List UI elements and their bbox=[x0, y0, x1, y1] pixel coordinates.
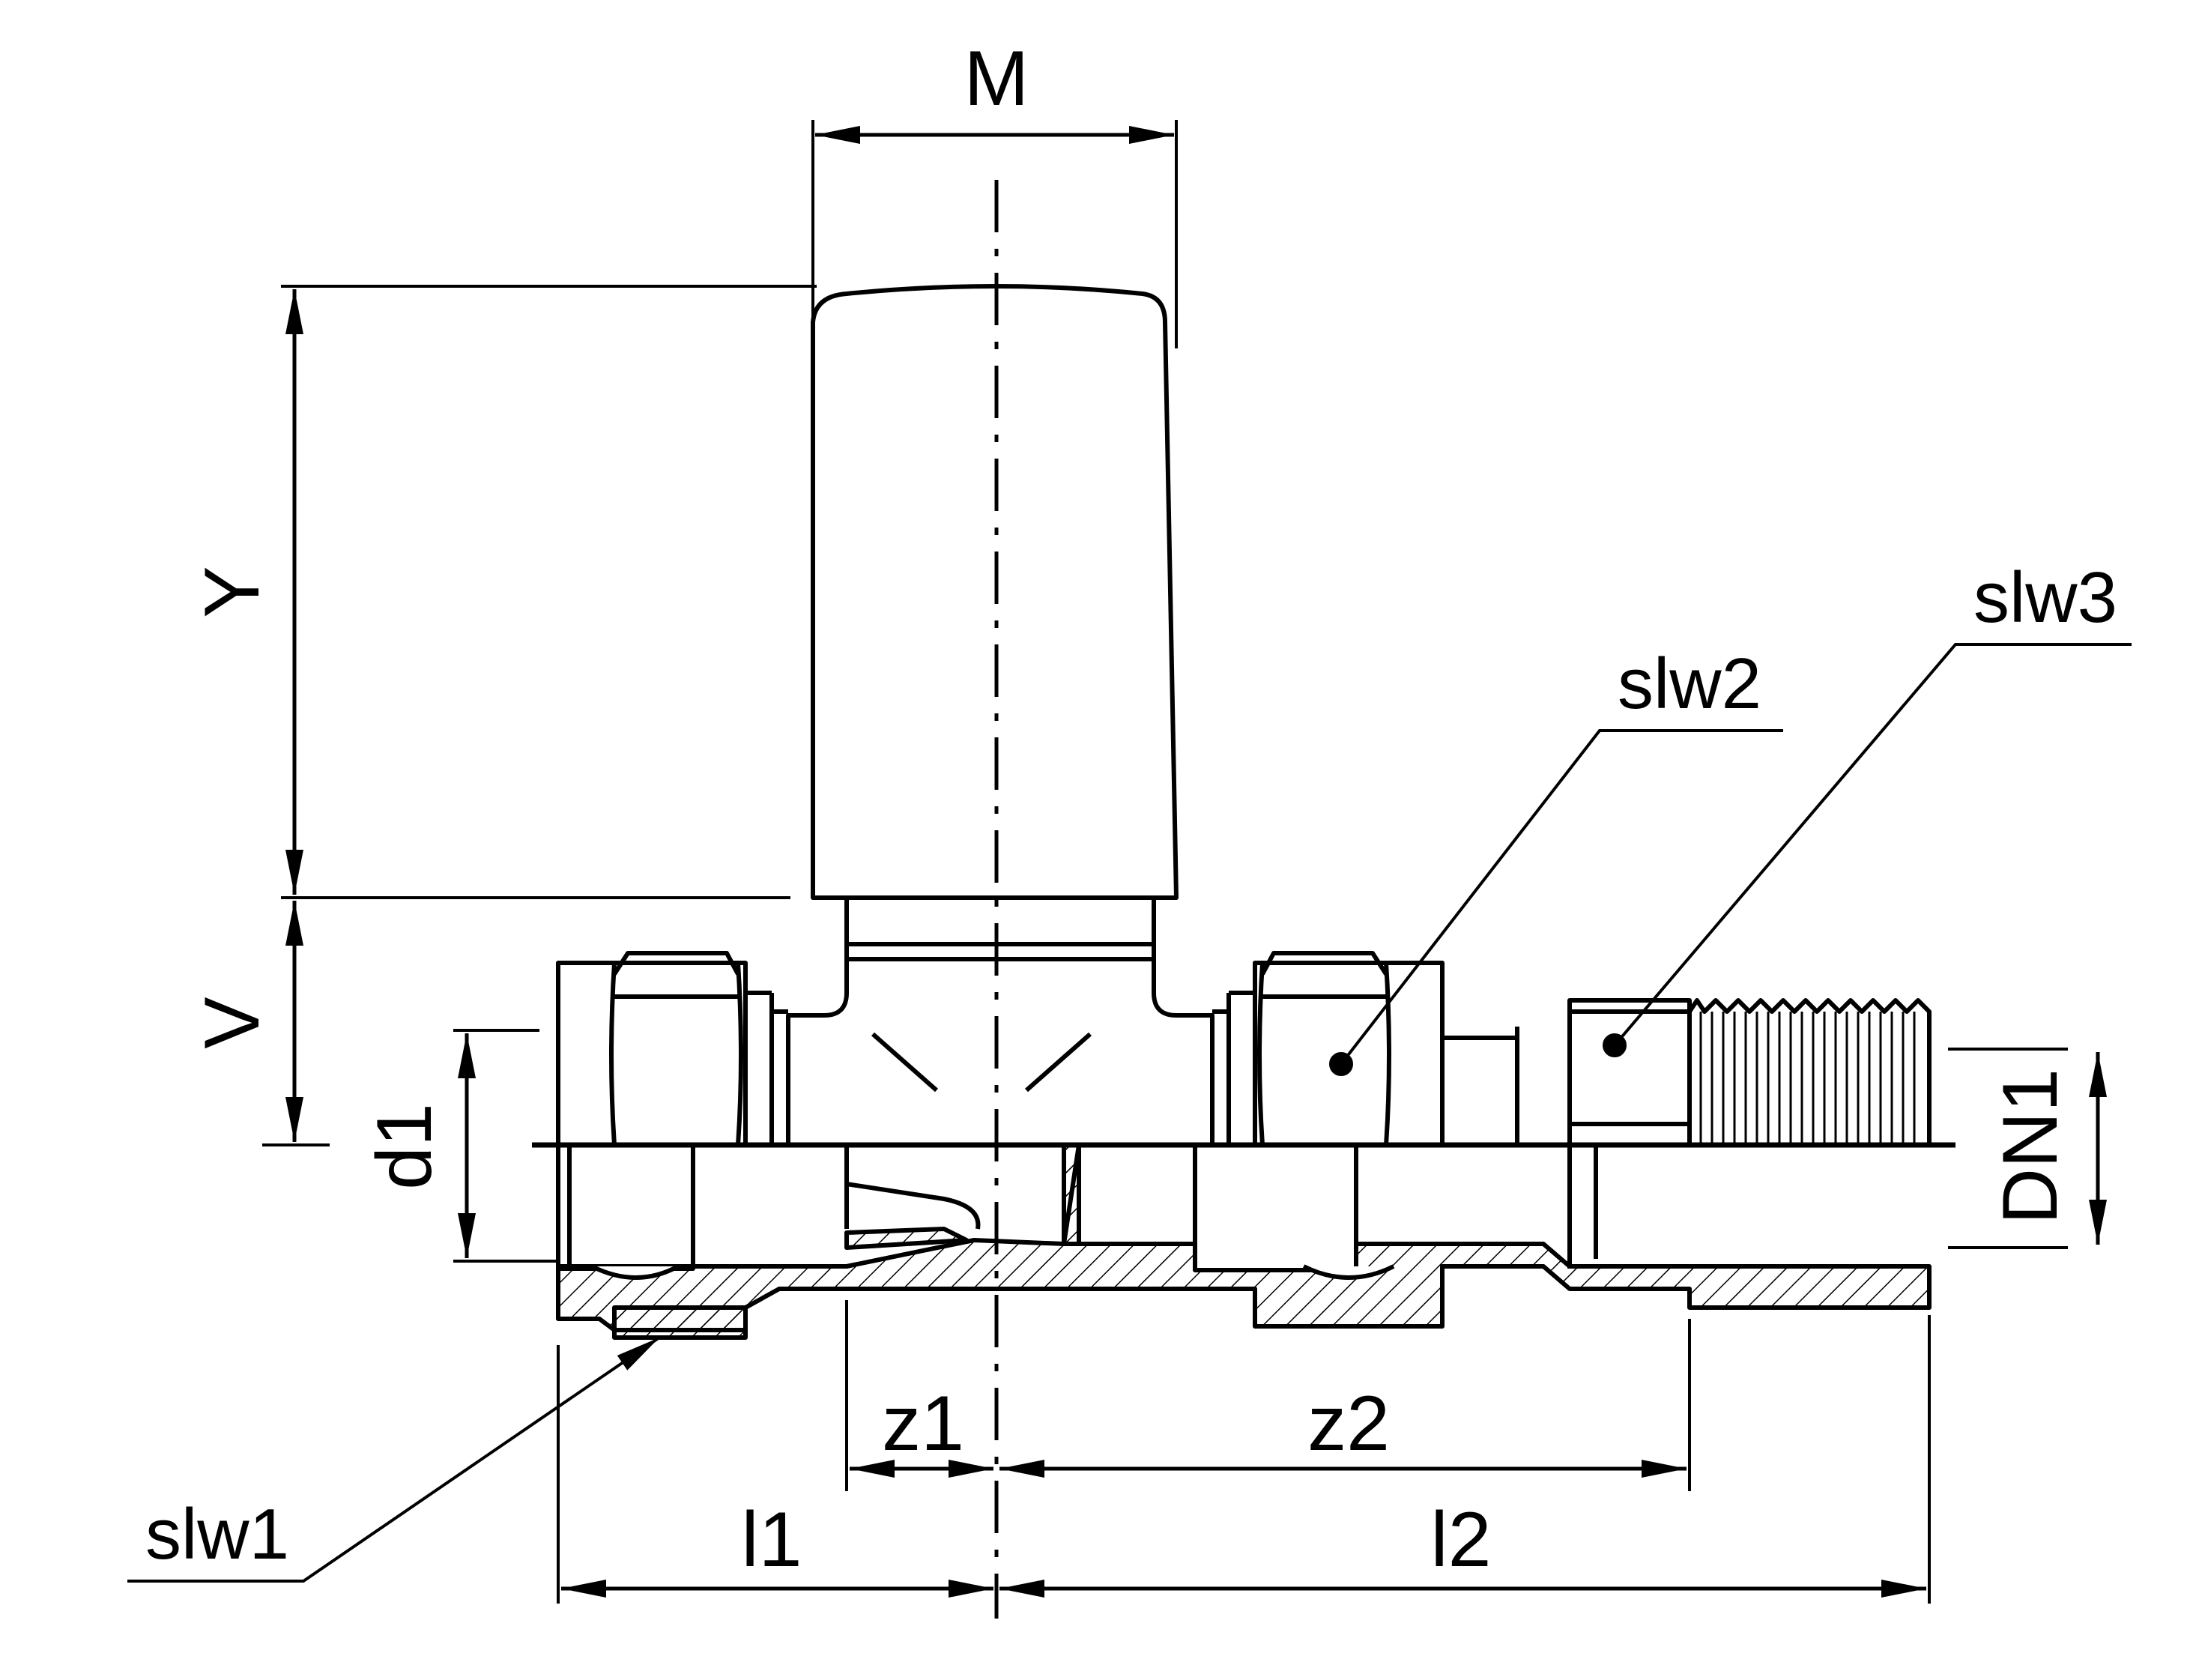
valve-section bbox=[556, 1143, 1932, 1340]
dimension-lines bbox=[285, 126, 2107, 1598]
label-z1: z1 bbox=[882, 1380, 964, 1467]
label-slw3: slw3 bbox=[1973, 558, 2117, 638]
label-d1: d1 bbox=[361, 1103, 448, 1190]
label-slw2: slw2 bbox=[1618, 644, 1761, 724]
leader-slw2-dot bbox=[1329, 1052, 1353, 1076]
label-M: M bbox=[964, 35, 1029, 122]
valve-body bbox=[556, 944, 1932, 1147]
leader-slw3 bbox=[1613, 643, 2132, 1047]
label-DN1: DN1 bbox=[1987, 1069, 2074, 1224]
label-slw1: slw1 bbox=[145, 1494, 289, 1574]
label-l1: l1 bbox=[742, 1496, 802, 1583]
leader-slw1 bbox=[127, 1336, 661, 1583]
extension-lines bbox=[262, 120, 2068, 1604]
valve-handle bbox=[811, 284, 1179, 961]
leader-lines bbox=[127, 643, 2132, 1583]
label-V: V bbox=[189, 997, 276, 1048]
label-Y: Y bbox=[189, 566, 276, 617]
label-z2: z2 bbox=[1307, 1380, 1390, 1467]
leader-slw2 bbox=[1340, 729, 1783, 1066]
labels: M Y V d1 DN1 z1 z2 l1 l2 slw1 slw2 slw3 bbox=[145, 35, 2117, 1583]
leader-slw3-dot bbox=[1603, 1033, 1627, 1057]
label-l2: l2 bbox=[1431, 1496, 1492, 1583]
